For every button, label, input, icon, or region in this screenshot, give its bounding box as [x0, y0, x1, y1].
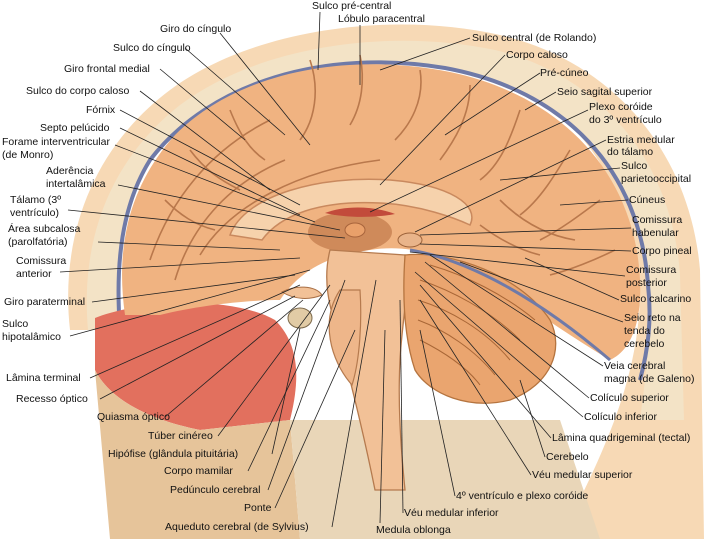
- label-fornix: Fórnix: [86, 104, 116, 116]
- label-corpo-caloso: Corpo caloso: [506, 49, 568, 61]
- label-ponte: Ponte: [244, 502, 272, 514]
- label-lamina-quadrigeminal: Lâmina quadrigeminal (tectal): [552, 432, 691, 444]
- label-talamo-1: Tálamo (3º: [10, 194, 62, 206]
- label-hipofise: Hipófise (glândula pituitária): [108, 448, 239, 460]
- scalp: [68, 24, 704, 539]
- label-lobulo-paracentral: Lóbulo paracentral: [338, 13, 425, 25]
- label-lamina-terminal: Lâmina terminal: [6, 372, 81, 384]
- label-sulco-parieto-2: parietooccipital: [621, 173, 692, 185]
- label-veia-cerebral-2: magna (de Galeno): [604, 373, 695, 385]
- label-aderencia-1: Aderência: [46, 165, 94, 177]
- label-corpo-mamilar: Corpo mamilar: [164, 465, 233, 477]
- label-sulco-parieto-1: Sulco: [621, 160, 648, 172]
- pineal-body: [397, 232, 423, 248]
- label-plexo-coroide-1: Plexo coróide: [589, 101, 653, 113]
- label-comissura-posterior-1: Comissura: [626, 264, 677, 276]
- label-giro-paraterminal: Giro paraterminal: [4, 296, 86, 308]
- label-plexo-coroide-2: do 3º ventrículo: [589, 114, 662, 126]
- label-area-subcalosa-1: Área subcalosa: [8, 223, 81, 235]
- label-recesso-optico: Recesso óptico: [16, 393, 88, 405]
- label-aderencia-2: intertalâmica: [46, 178, 106, 190]
- label-sulco-do-cingulo: Sulco do cíngulo: [113, 42, 191, 54]
- label-seio-reto-3: cerebelo: [624, 338, 665, 350]
- label-giro-frontal-medial: Giro frontal medial: [64, 63, 150, 75]
- label-seio-reto-1: Seio reto na: [624, 312, 681, 324]
- label-sulco-central: Sulco central (de Rolando): [472, 32, 597, 44]
- label-veu-medular-superior: Véu medular superior: [532, 469, 633, 481]
- label-coliculo-superior: Colículo superior: [590, 392, 669, 404]
- label-seio-sagital-superior: Seio sagital superior: [557, 86, 653, 98]
- label-tuber-cinereo: Túber cinéreo: [148, 430, 213, 442]
- label-sulco-calcarino: Sulco calcarino: [620, 293, 692, 305]
- label-veia-cerebral-1: Veia cerebral: [604, 360, 666, 372]
- label-pre-cuneo: Pré-cúneo: [540, 67, 589, 79]
- label-coliculo-inferior: Colículo inferior: [584, 411, 657, 423]
- label-veu-medular-inferior: Véu medular inferior: [404, 507, 499, 519]
- label-comissura-anterior-1: Comissura: [16, 255, 67, 267]
- label-cerebelo: Cerebelo: [546, 451, 589, 463]
- label-estria-medular-2: do tálamo: [607, 146, 654, 158]
- pons: [328, 289, 362, 387]
- label-sulco-pre-central: Sulco pré-central: [312, 0, 392, 12]
- pituitary-gland: [287, 307, 313, 329]
- label-giro-do-cingulo: Giro do cíngulo: [160, 23, 232, 35]
- third-ventricle: [344, 222, 366, 238]
- label-forame-interventricular-1: Forame interventricular: [2, 136, 110, 148]
- label-comissura-habenular-1: Comissura: [632, 214, 683, 226]
- label-estria-medular-1: Estria medular: [607, 134, 675, 146]
- label-cuneus: Cúneus: [629, 194, 666, 206]
- label-sulco-do-corpo-caloso: Sulco do corpo caloso: [26, 85, 130, 97]
- label-comissura-anterior-2: anterior: [16, 268, 52, 280]
- label-quarto-ventriculo: 4º ventrículo e plexo coróide: [456, 490, 589, 502]
- nasal-region: [95, 370, 300, 539]
- label-talamo-2: ventrículo): [10, 207, 60, 219]
- label-comissura-habenular-2: habenular: [632, 227, 679, 239]
- label-comissura-posterior-2: posterior: [626, 277, 667, 289]
- label-sulco-hipotalamico-1: Sulco: [2, 318, 29, 330]
- label-corpo-pineal: Corpo pineal: [632, 245, 692, 257]
- label-area-subcalosa-2: (parolfatória): [8, 236, 68, 248]
- label-aqueduto-cerebral: Aqueduto cerebral (de Sylvius): [165, 521, 309, 533]
- label-septo-pelucido: Septo pelúcido: [40, 122, 110, 134]
- label-pedunculo-cerebral: Pedúnculo cerebral: [170, 484, 261, 496]
- label-medula-oblonga: Medula oblonga: [376, 524, 451, 536]
- label-quiasma-optico: Quiasma óptico: [97, 411, 170, 423]
- label-forame-interventricular-2: (de Monro): [2, 149, 54, 161]
- label-sulco-hipotalamico-2: hipotalâmico: [2, 331, 61, 343]
- label-seio-reto-2: tenda do: [624, 325, 665, 337]
